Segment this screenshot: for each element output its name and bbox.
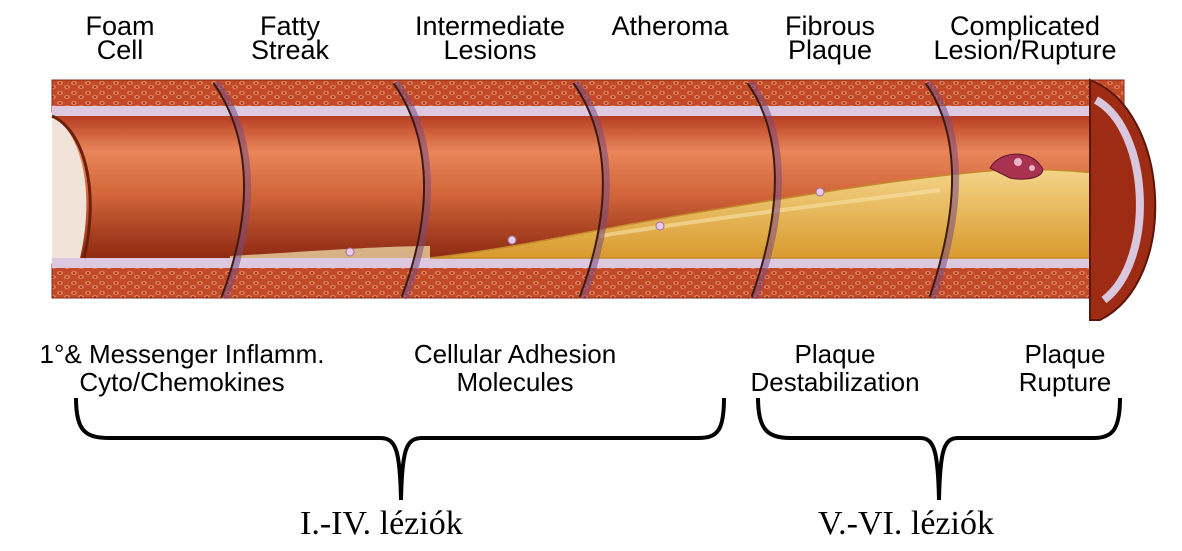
stage-label-complicated-lesion: Complicated Lesion/Rupture	[910, 14, 1140, 62]
stage-label-atheroma: Atheroma	[595, 14, 745, 38]
label-adhesion-molecules: Cellular Adhesion Molecules	[385, 340, 645, 396]
label-plaque-rupture: Plaque Rupture	[990, 340, 1140, 396]
label-messenger-cytokines: 1°& Messenger Inflamm. Cyto/Chemokines	[2, 340, 362, 396]
stage-label-fibrous-plaque: Fibrous Plaque	[760, 14, 900, 62]
stage-label-intermediate-lesions: Intermediate Lesions	[390, 14, 590, 62]
stage-label-foam-cell: Foam Cell	[70, 14, 170, 62]
bracket-early-lesions	[76, 398, 724, 500]
label-plaque-destabilization: Plaque Destabilization	[720, 340, 950, 396]
stage-label-fatty-streak: Fatty Streak	[230, 14, 350, 62]
bracket-late-lesions	[758, 398, 1120, 500]
phase-label-late: V.-VI. léziók	[818, 505, 994, 543]
phase-label-early: I.-IV. léziók	[300, 505, 463, 543]
